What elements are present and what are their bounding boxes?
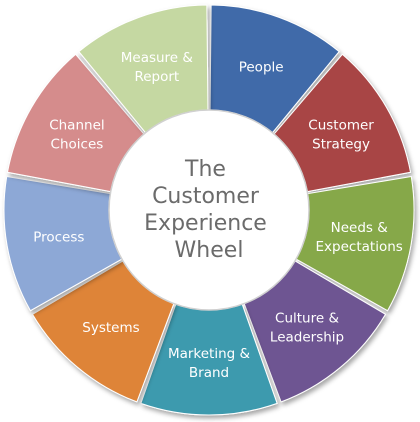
segment-label-line: Measure & (121, 50, 194, 66)
center-title-line-4: Wheel (175, 238, 244, 263)
segment-label-marketing-brand: Marketing & Brand (168, 346, 251, 381)
center-title-line-2: Customer (152, 184, 260, 209)
segment-label-line: Marketing & (168, 346, 251, 362)
segment-label-line: Needs & (331, 220, 389, 236)
center-title: The Customer Experience Wheel (144, 157, 274, 263)
segment-label-line: Strategy (312, 136, 370, 152)
segment-label-line: Brand (189, 365, 229, 381)
segment-label-line: Process (33, 229, 84, 245)
segment-label-line: Systems (82, 320, 139, 336)
segment-label-people: People (239, 60, 284, 76)
segment-label-line: Report (134, 69, 179, 85)
segment-label-line: Expectations (316, 239, 403, 255)
segment-label-systems: Systems (82, 320, 139, 336)
segment-label-needs-expectations: Needs & Expectations (316, 220, 403, 255)
segment-label-measure-report: Measure & Report (121, 50, 194, 85)
segment-label-line: Leadership (270, 329, 344, 345)
center-title-line-3: Experience (144, 211, 267, 236)
segment-label-line: Channel (49, 117, 104, 133)
segment-label-line: Choices (51, 136, 104, 152)
segment-label-line: People (239, 60, 284, 76)
segment-label-line: Customer (308, 117, 374, 133)
segment-label-line: Culture & (275, 310, 339, 326)
center-circle (108, 109, 310, 311)
segment-label-culture-leadership: Culture & Leadership (270, 310, 344, 345)
segment-label-process: Process (33, 229, 84, 245)
center-title-line-1: The (184, 157, 226, 182)
